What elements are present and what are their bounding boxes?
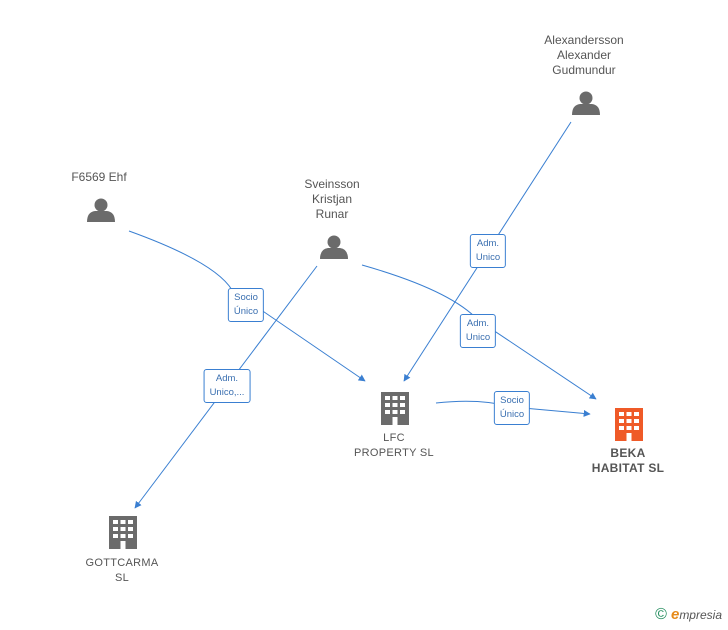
label-line: GOTTCARMA: [85, 557, 159, 569]
label-line: Unico,...: [209, 387, 245, 398]
person-icon[interactable]: [87, 198, 115, 223]
label-line: Sveinsson: [304, 177, 360, 191]
company-label-beka[interactable]: BEKA HABITAT SL: [592, 446, 665, 476]
person-label-alexandersson[interactable]: Alexandersson Alexander Gudmundur: [544, 33, 623, 78]
label-line: PROPERTY SL: [354, 447, 434, 459]
brand-name: mpresia: [679, 608, 722, 622]
person-icon[interactable]: [572, 91, 600, 116]
label-line: Socio: [234, 292, 258, 303]
label-line: F6569 Ehf: [71, 170, 127, 184]
label-line: Kristjan: [311, 192, 352, 206]
person-label-sveinsson[interactable]: Sveinsson Kristjan Runar: [304, 177, 359, 222]
copyright-icon: ©: [655, 606, 667, 623]
person-icon[interactable]: [320, 235, 348, 260]
brand-logo: empresia: [670, 606, 722, 623]
company-label-lfc[interactable]: LFC PROPERTY SL: [354, 431, 434, 461]
label-line: SL: [114, 572, 130, 584]
label-line: Unico: [475, 252, 501, 263]
edge-label-alexandersson-lfc[interactable]: Adm. Unico: [469, 234, 507, 268]
label-line: Alexandersson: [544, 33, 624, 47]
edge-label-sveinsson-gottcarma[interactable]: Adm. Unico,...: [203, 369, 251, 403]
label-line: Gudmundur: [552, 63, 616, 77]
label-line: Adm.: [466, 318, 490, 329]
label-line: BEKA: [610, 446, 646, 460]
label-line: Unico: [465, 332, 491, 343]
edge-label-sveinsson-beka[interactable]: Adm. Unico: [459, 314, 497, 348]
label-line: LFC: [383, 432, 405, 444]
label-line: Único: [499, 409, 525, 420]
company-label-gottcarma[interactable]: GOTTCARMA SL: [86, 556, 159, 586]
edge-label-lfc-beka[interactable]: Socio Único: [493, 391, 531, 425]
edge-label-f6569-lfc[interactable]: Socio Único: [227, 288, 265, 322]
label-line: Adm.: [215, 373, 239, 384]
label-line: Adm.: [476, 238, 500, 249]
building-icon[interactable]: [381, 392, 409, 425]
label-line: Runar: [315, 207, 349, 221]
building-icon[interactable]: [109, 516, 137, 549]
label-line: Socio: [500, 395, 524, 406]
brand-initial: e: [670, 606, 680, 623]
person-label-f6569[interactable]: F6569 Ehf: [71, 170, 126, 185]
edge-f6569-to-lfc: [128, 230, 366, 382]
label-line: Alexander: [556, 48, 612, 62]
label-line: Único: [233, 306, 259, 317]
label-line: HABITAT SL: [591, 461, 665, 475]
copyright-footer: ©empresia: [655, 606, 722, 624]
building-icon[interactable]: [615, 408, 643, 441]
